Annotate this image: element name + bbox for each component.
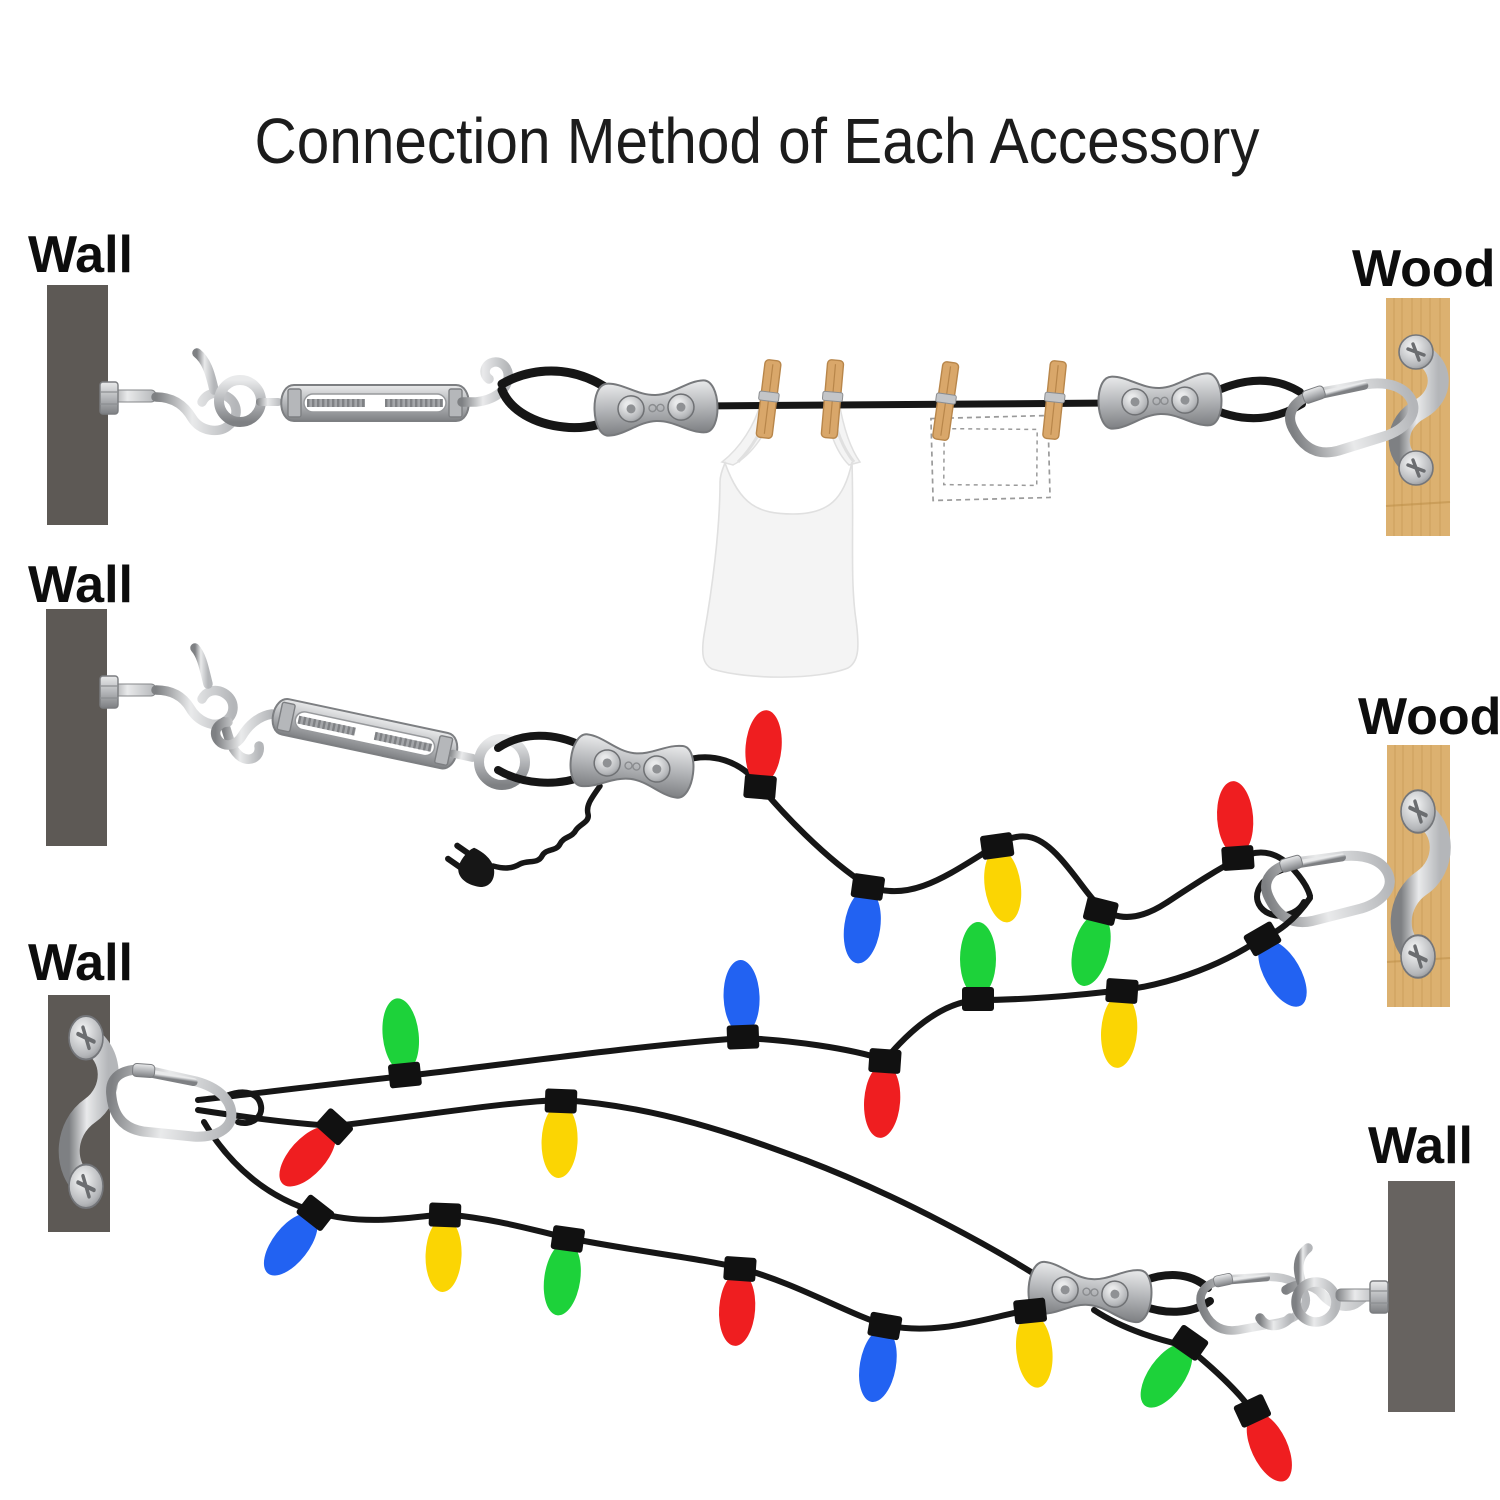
light-bulb-green (382, 998, 422, 1089)
clothespin (755, 359, 782, 439)
turnbuckle-rod-row2 (449, 749, 477, 762)
wood-label-row1: Wood (1352, 240, 1495, 298)
clothespin (932, 361, 960, 441)
light-bulb-green (960, 922, 996, 1011)
light-bulb-blue (859, 1311, 903, 1402)
light-bulb-red (1216, 781, 1255, 871)
light-bulb-yellow (425, 1202, 462, 1292)
wood-label-row2: Wood (1358, 688, 1500, 746)
hook-screw-row1 (99, 348, 241, 436)
eye-ring-row2 (474, 734, 530, 790)
light-bulb-blue (263, 1194, 335, 1276)
wire-rope-clamp-row1-left (592, 378, 720, 438)
light-bulb-red (1233, 1394, 1292, 1482)
turnbuckle-row1 (281, 385, 469, 421)
wall-panel-row3-right (1388, 1181, 1455, 1412)
light-bulb-layer (263, 710, 1307, 1482)
pad-eye-row3 (69, 1016, 108, 1208)
clothespin (1042, 360, 1067, 440)
wall-panel-row1 (47, 285, 108, 525)
light-bulb-green (1140, 1324, 1209, 1408)
light-bulb-yellow (541, 1088, 578, 1178)
turnbuckle-hook-row2 (210, 709, 277, 750)
hanging-paper (930, 414, 1051, 502)
light-bulb-blue (1243, 921, 1307, 1007)
wall-label-row3: Wall (28, 934, 133, 992)
light-bulb-yellow (980, 832, 1022, 923)
light-bulb-yellow (1100, 978, 1139, 1068)
light-bulb-blue (723, 960, 760, 1050)
turnbuckle-hook-row1 (457, 357, 513, 407)
wall-panel-row2 (46, 609, 107, 846)
pad-eye-row1 (1399, 335, 1438, 485)
clothespin (820, 359, 845, 439)
clothespin-layer (755, 359, 1067, 441)
carabiner-row3-left (106, 1059, 237, 1143)
turnbuckle-row2 (269, 697, 460, 771)
wall-label-row3-right: Wall (1368, 1117, 1473, 1175)
light-bulb-green (1071, 896, 1119, 986)
tank-top (701, 401, 862, 678)
light-bulb-red (743, 710, 782, 801)
wire-rope-clamp-row1-right (1096, 371, 1224, 431)
power-plug-icon (445, 842, 495, 887)
wall-label-row1: Wall (28, 226, 133, 284)
light-bulb-red (279, 1108, 354, 1187)
light-bulb-yellow (1013, 1297, 1053, 1388)
pad-eye-row2 (1401, 790, 1440, 978)
wire-rope-clamp-row2 (566, 731, 698, 801)
light-bulb-red (718, 1256, 757, 1346)
page-title: Connection Method of Each Accessory (255, 105, 1260, 177)
light-bulb-red (863, 1048, 902, 1138)
carabiner-row2 (1261, 837, 1395, 929)
light-bulb-green (543, 1225, 585, 1316)
plug-cord (490, 783, 603, 871)
hook-screw-row3-right (1255, 1243, 1389, 1331)
wall-label-row2: Wall (28, 556, 133, 614)
light-bulb-blue (843, 873, 885, 964)
turnbuckle-rod-row1 (256, 398, 282, 406)
